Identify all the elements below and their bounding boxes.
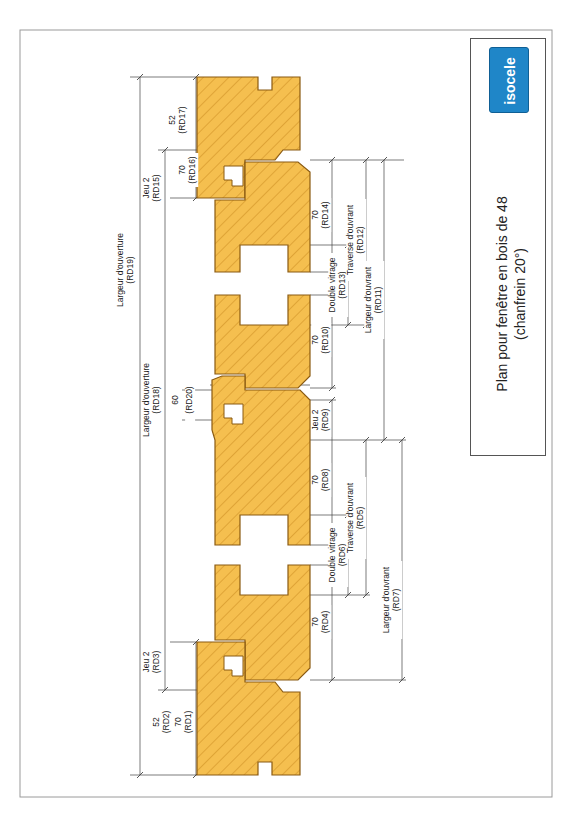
logo-text: isocele (501, 51, 519, 111)
title-text: Plan pour fenêtre en bois de 48 (chanfre… (493, 169, 529, 419)
dimension-label: 70 (RD14) (311, 198, 331, 232)
dimension-label: Largeur d'ouvrant (RD7) (382, 561, 402, 639)
dimension-label: Largeur d'ouvrant (RD11) (364, 261, 384, 339)
dimension-label: Jeu 2 (RD15) (142, 171, 162, 205)
frame-profile (197, 642, 300, 775)
page-frame (20, 30, 552, 797)
dimension-label: Double vitrage (RD13) (328, 253, 348, 317)
logo-box: isocele (489, 47, 529, 113)
dimension-label: 70 (RD16) (178, 153, 198, 187)
dimension-ticks (137, 74, 405, 778)
title-box: Plan pour fenêtre en bois de 48 (chanfre… (470, 38, 546, 456)
dimension-label: 52 (RD17) (168, 103, 188, 137)
sash-profile (215, 295, 310, 388)
wood-profiles (197, 77, 310, 775)
dimension-label: Traverse d'ouvrant (RD12) (346, 199, 366, 281)
dimension-lines (130, 77, 406, 775)
dimension-label: (RD20) (185, 379, 195, 421)
dimension-label: 70 (RD1) (174, 705, 194, 739)
sash-profile (215, 565, 310, 680)
dimension-label: 70 (RD10) (311, 323, 331, 357)
dimension-label: Jeu 2 (RD3) (142, 645, 162, 679)
dimension-label: 52 (RD2) (152, 705, 172, 739)
dimension-label: 70 (RD8) (311, 463, 331, 497)
dimension-label: 70 (RD4) (311, 605, 331, 639)
dimension-label: 60 (171, 389, 181, 411)
dimension-label: Double vitrage (RD6) (328, 523, 348, 587)
dimension-label: Traverse d'ouvrant (RD5) (346, 477, 366, 559)
gasket-grooves (224, 166, 243, 676)
dimension-label: Jeu 2 (RD9) (311, 403, 331, 437)
dimension-label: Largeur d'ouverture (RD19) (116, 229, 136, 311)
mullion-profile (212, 376, 310, 545)
sash-profile (215, 162, 310, 272)
dimension-label: Largeur d'ouverture (RD18) (142, 359, 162, 441)
